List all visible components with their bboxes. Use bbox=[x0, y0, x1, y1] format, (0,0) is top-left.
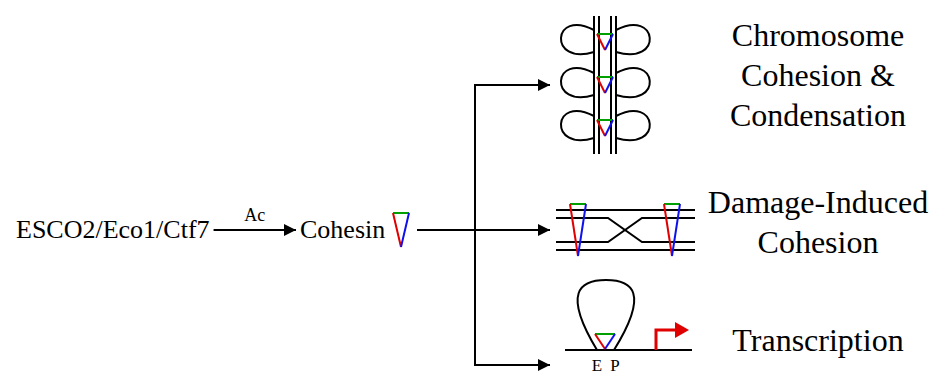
cohesin-symbol bbox=[391, 211, 411, 249]
node-text: ESCO2/Eco1/Ctf7 bbox=[16, 214, 210, 245]
damage-illustration bbox=[556, 204, 695, 256]
edge-label: Ac bbox=[242, 205, 267, 226]
outcome-label: Chromosome Cohesion & Condensation bbox=[550, 10, 936, 156]
connector-arrow bbox=[214, 229, 296, 231]
text-group: ESCO2/Eco1/Ctf7 bbox=[16, 214, 210, 245]
connector-arrow bbox=[417, 230, 550, 365]
text-group: Cohesin bbox=[300, 214, 385, 245]
transcription-illustration bbox=[565, 280, 692, 350]
site-label: P bbox=[610, 356, 619, 376]
chromosome-illustration bbox=[561, 16, 650, 154]
complex-label: Cohesin bbox=[296, 211, 417, 248]
node-text: Damage-Induced Cohesion bbox=[702, 182, 934, 262]
node-text: Cohesin bbox=[300, 214, 385, 245]
connector-arrow bbox=[417, 85, 550, 230]
outcome-label: Damage-Induced Cohesion bbox=[550, 192, 936, 272]
enzyme-label: ESCO2/Eco1/Ctf7 bbox=[12, 211, 214, 248]
node-text: Transcription bbox=[702, 320, 934, 360]
text-group: Transcription bbox=[702, 320, 934, 360]
text-group: Damage-Induced Cohesion bbox=[702, 182, 934, 262]
text-group: Chromosome Cohesion & Condensation bbox=[702, 15, 934, 135]
outcome-label: Transcription bbox=[550, 280, 936, 382]
node-text: Chromosome Cohesion & Condensation bbox=[702, 15, 934, 135]
site-label: E bbox=[592, 356, 602, 376]
